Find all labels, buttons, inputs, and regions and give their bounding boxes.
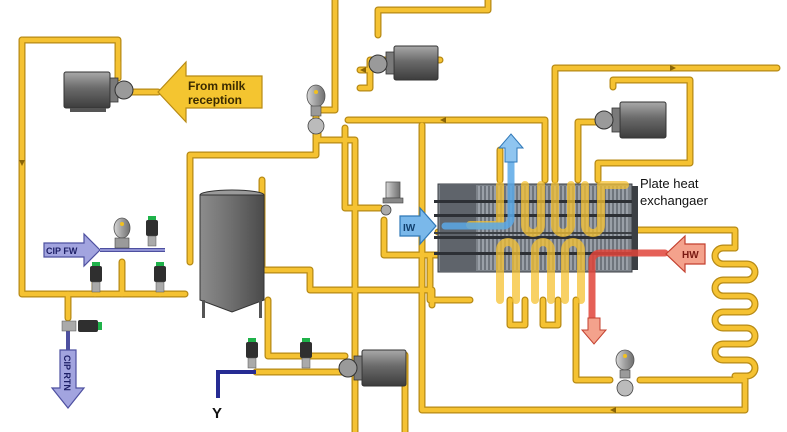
iw-inlet-arrow: IW xyxy=(399,206,437,246)
pump-icon xyxy=(368,45,439,81)
from-milk-reception-arrow: From milk reception xyxy=(157,60,263,124)
tank-icon xyxy=(199,189,265,318)
iw-label: IW xyxy=(403,223,416,234)
drain-label: Y xyxy=(212,405,222,422)
cip-rtn-arrow: CIP RTN xyxy=(50,349,86,409)
valve-icon xyxy=(300,338,312,369)
cip-fw-arrow: CIP FW xyxy=(43,232,101,268)
from-milk-label-line1: From milk xyxy=(188,79,246,93)
valve-icon xyxy=(61,320,102,332)
valve-icon xyxy=(154,262,166,293)
hw-inlet-arrow: HW xyxy=(665,234,706,274)
drain-line: Y xyxy=(212,370,256,422)
plate-heat-exchanger-icon xyxy=(434,141,669,329)
valve-icon xyxy=(246,338,258,369)
hw-outlet-arrow-icon xyxy=(580,317,608,345)
valve-icon xyxy=(615,349,635,397)
cip-fw-label: CIP FW xyxy=(46,246,78,256)
valve-icon xyxy=(113,217,131,249)
cip-rtn-label: CIP RTN xyxy=(62,355,72,391)
valve-icon xyxy=(146,216,158,247)
yellow-pipes xyxy=(18,0,781,432)
iw-outlet-arrow-icon xyxy=(497,133,525,163)
from-milk-label-line2: reception xyxy=(188,93,242,107)
pump-icon xyxy=(63,71,134,112)
valve-icon xyxy=(380,181,404,216)
phe-label-line2: exchangaer xyxy=(640,193,709,208)
valve-icon xyxy=(306,84,326,135)
phe-label-line1: Plate heat xyxy=(640,176,699,191)
valve-icon xyxy=(90,262,102,293)
hw-label: HW xyxy=(682,250,699,261)
pump-icon xyxy=(338,349,407,387)
pump-icon xyxy=(594,101,667,139)
